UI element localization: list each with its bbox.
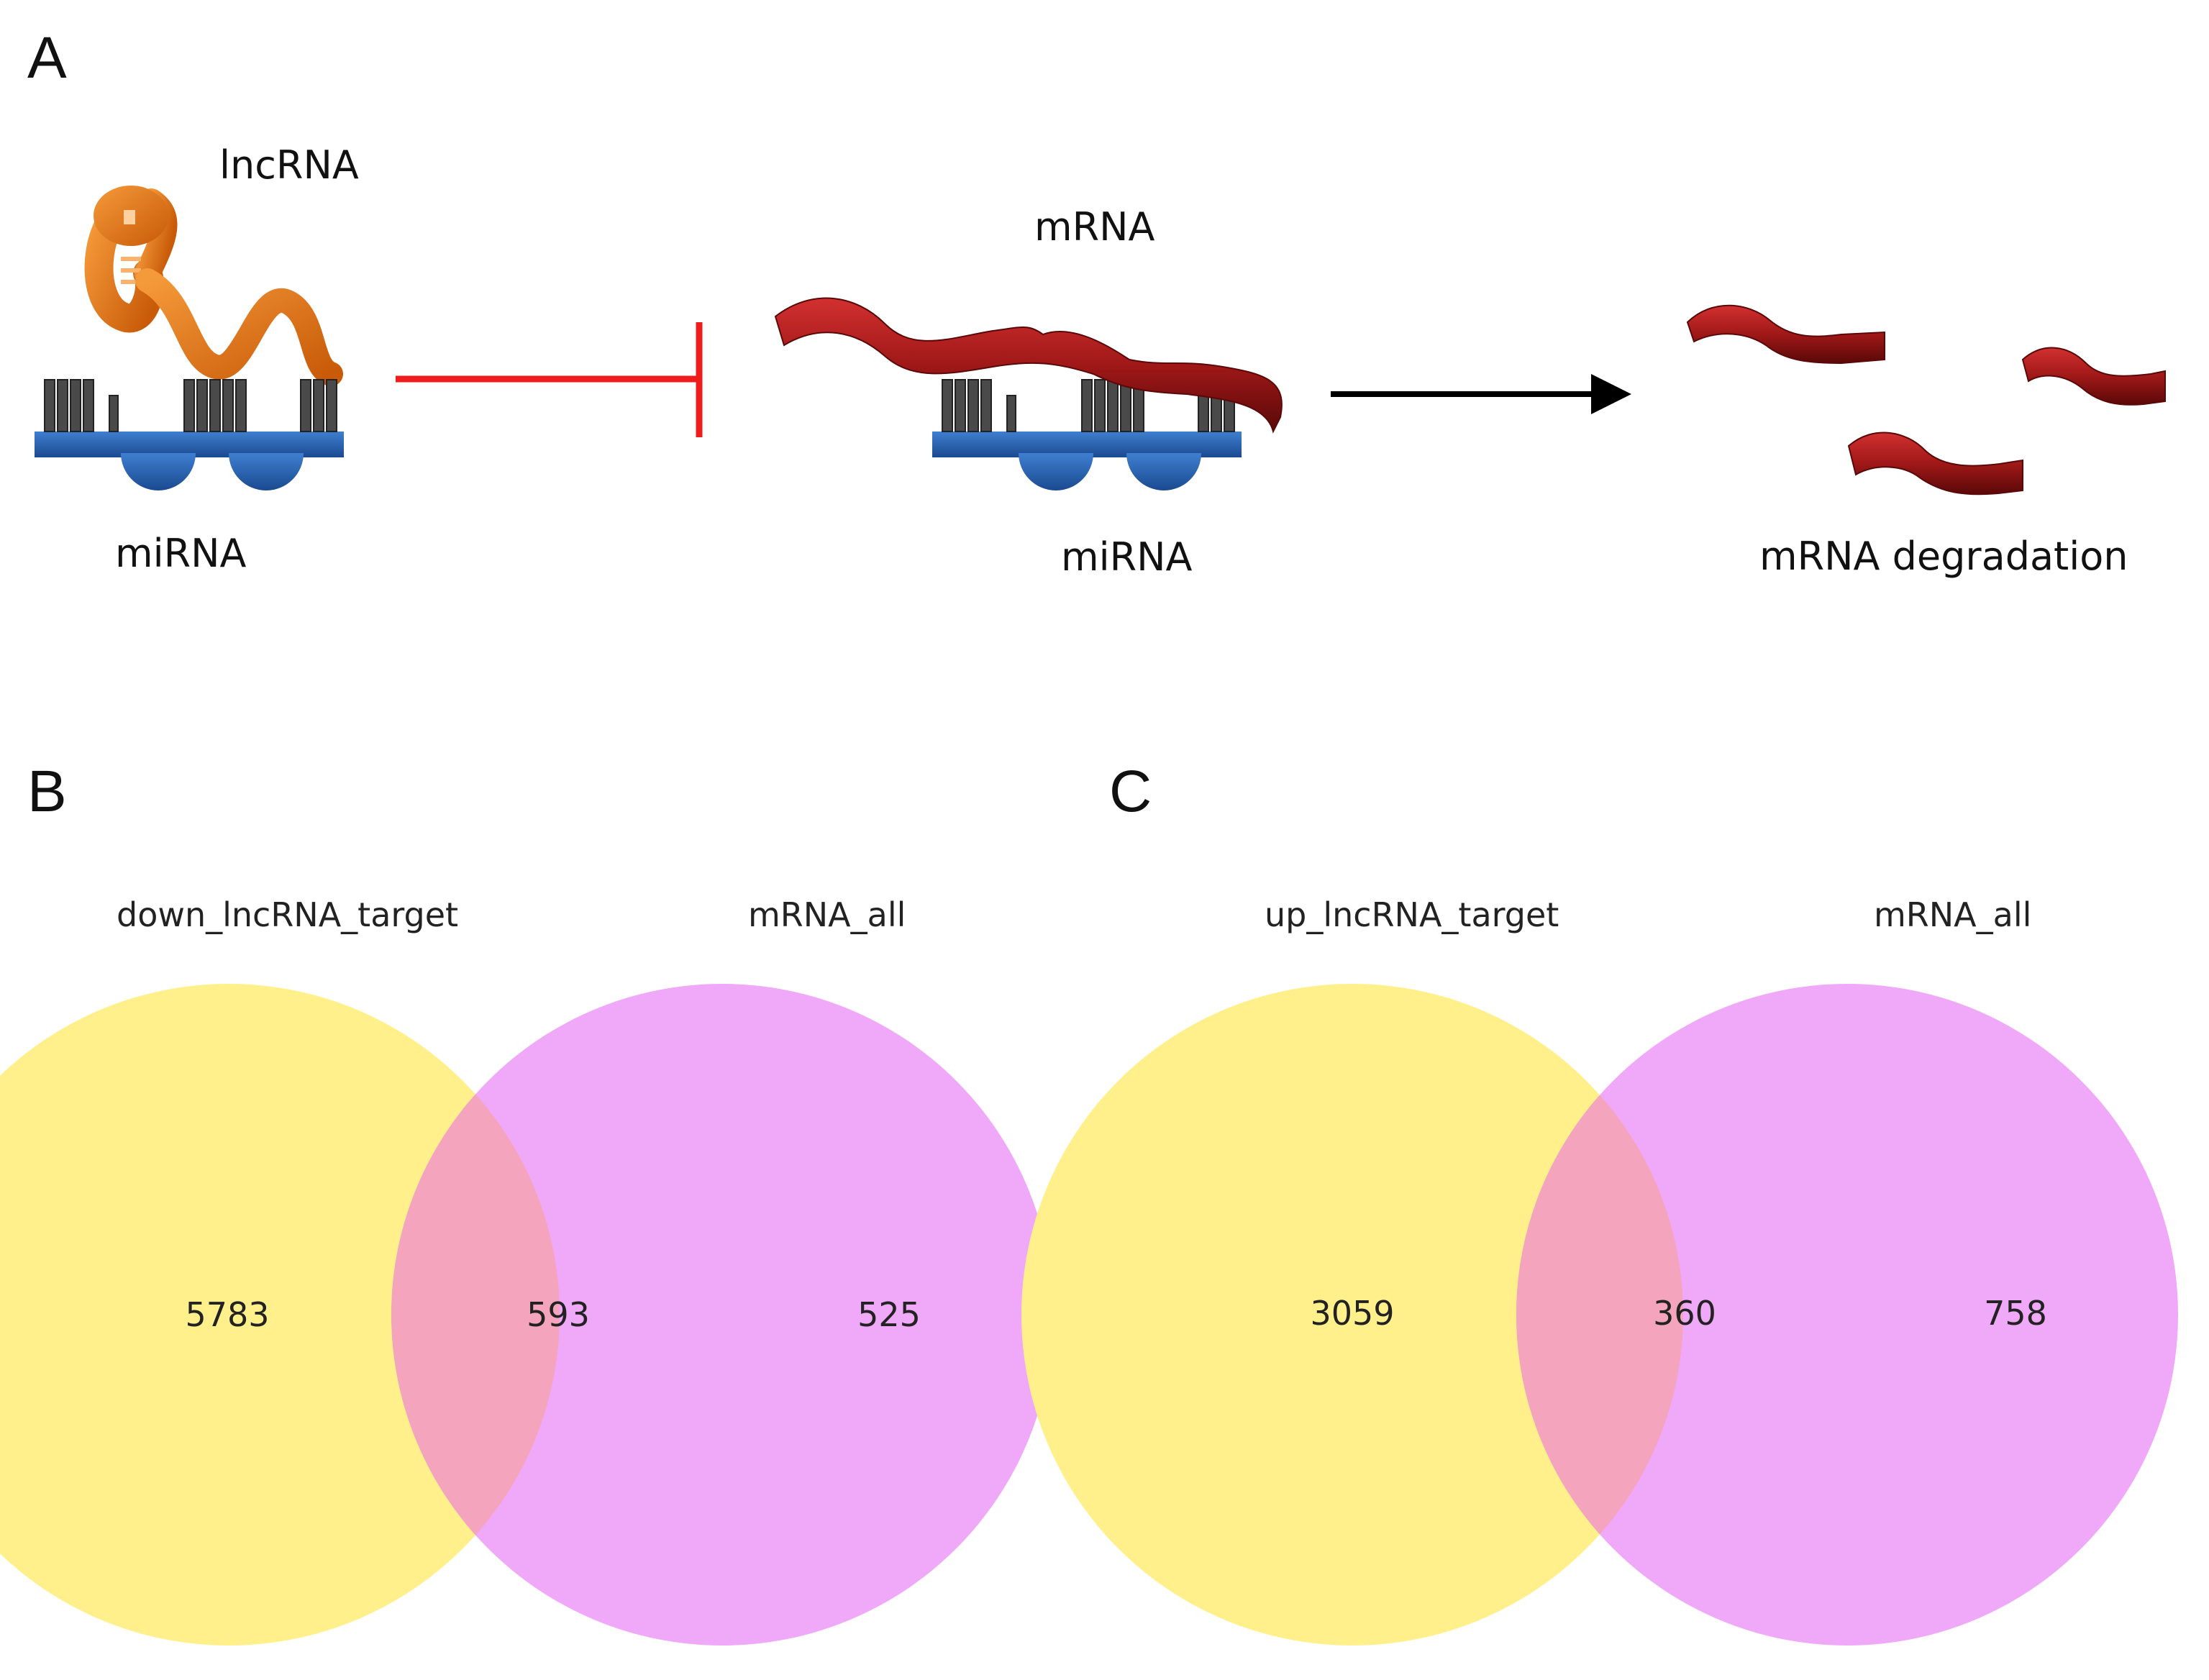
venn-b-left-circle [0, 984, 560, 1645]
panel-c-letter: C [1109, 759, 1152, 824]
venn-b-left-count: 5783 [185, 1295, 269, 1334]
panel-b-letter: B [27, 759, 67, 824]
inhibition-arrow [396, 322, 703, 437]
venn-c-right-circle [1516, 984, 2178, 1645]
venn-c-overlap-count: 360 [1653, 1294, 1716, 1333]
venn-b-left-label: down_lncRNA_target [117, 895, 458, 934]
mirna-right-label: miRNA [1061, 534, 1193, 580]
venn-b-overlap-count: 593 [527, 1295, 590, 1334]
panel-a-letter: A [27, 25, 67, 91]
lncrna-label: lncRNA [219, 142, 359, 188]
lncrna-molecule [84, 186, 343, 386]
venn-c-left-label: up_lncRNA_target [1265, 895, 1559, 934]
venn-b [0, 984, 1053, 1645]
mirna-left [34, 379, 345, 491]
mrna-label: mRNA [1034, 204, 1155, 250]
mirna-left-label: miRNA [115, 531, 247, 576]
mrna-ribbon [774, 297, 1283, 434]
mirna-right [932, 379, 1242, 491]
venn-c-left-count: 3059 [1310, 1294, 1394, 1333]
venn-b-right-circle [391, 984, 1053, 1645]
venn-c-right-label: mRNA_all [1874, 895, 2031, 934]
venn-c [1021, 984, 2178, 1645]
venn-b-right-count: 525 [857, 1295, 921, 1334]
venn-c-right-count: 758 [1984, 1294, 2047, 1333]
mrna-fragments [1686, 304, 2166, 496]
venn-c-left-circle [1021, 984, 1683, 1645]
venn-b-right-label: mRNA_all [748, 895, 906, 934]
forward-arrow [1331, 374, 1631, 414]
degradation-label: mRNA degradation [1759, 534, 2128, 579]
